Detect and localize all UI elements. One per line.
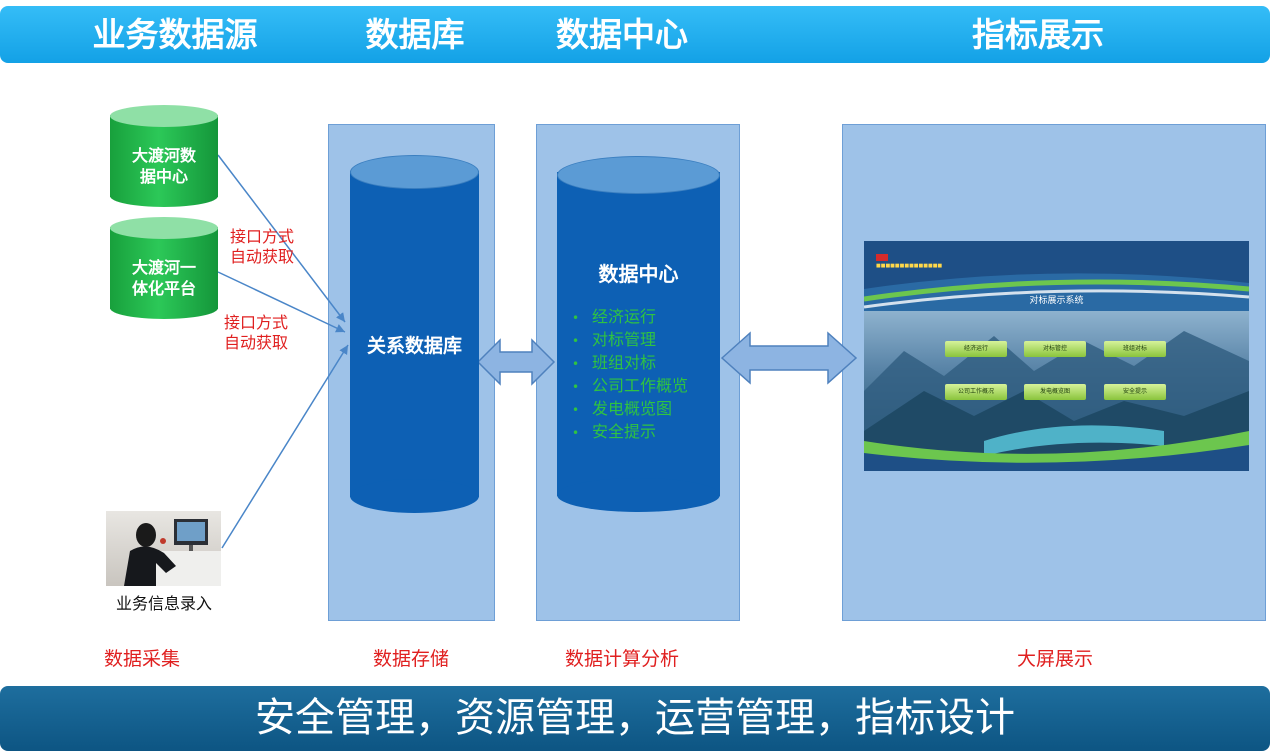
- display-screenshot: ■■■■■■■■■■■■■■ 对标展示系统 经济运行 对标管控 班组对标 公司工…: [864, 241, 1249, 471]
- interface-label-1: 接口方式 自动获取: [230, 227, 294, 267]
- header-business-sources: 业务数据源: [92, 15, 258, 54]
- interface-label-1-line2: 自动获取: [230, 247, 295, 266]
- interface-label-2-line1: 接口方式: [224, 313, 289, 332]
- data-center-title: 数据中心: [598, 262, 679, 286]
- footer-text: 安全管理，资源管理，运营管理，指标设计: [255, 695, 1015, 741]
- company-logo-text: ■■■■■■■■■■■■■■: [876, 263, 943, 269]
- footer-bar: 安全管理，资源管理，运营管理，指标设计: [0, 686, 1270, 751]
- connector-line-1: [217, 154, 346, 323]
- manual-entry-label: 业务信息录入: [116, 594, 213, 613]
- data-center-list: •经济运行 •对标管理 •班组对标 •公司工作概览 •发电概览图 •安全提示: [572, 306, 688, 444]
- interface-label-2-line2: 自动获取: [224, 333, 289, 352]
- list-item: •公司工作概览: [572, 376, 689, 395]
- screen-system-title: 对标展示系统: [1029, 296, 1084, 306]
- screen-button[interactable]: 安全提示: [1104, 384, 1166, 400]
- list-item: •经济运行: [572, 307, 657, 326]
- header-database: 数据库: [365, 15, 465, 54]
- double-arrow-dc-display: [720, 331, 858, 385]
- double-arrow-db-dc: [476, 338, 556, 386]
- source-1-line1: 大渡河数: [131, 146, 196, 165]
- caption-data-storage: 数据存储: [372, 648, 450, 670]
- source-cylinder-2: 大渡河一 体化平台: [110, 217, 218, 319]
- list-item: •安全提示: [572, 422, 657, 441]
- person-at-computer-icon: [124, 519, 221, 586]
- mountain-scene-icon: [864, 241, 1249, 471]
- relational-db-title: 关系数据库: [366, 335, 462, 357]
- list-item: •发电概览图: [572, 399, 673, 418]
- source-cylinder-1: 大渡河数 据中心: [110, 105, 218, 207]
- header-indicator-display: 指标展示: [972, 15, 1104, 54]
- manual-entry-photo: [106, 511, 221, 586]
- source-1-line2: 据中心: [139, 167, 188, 186]
- connector-line-2: [217, 271, 346, 333]
- interface-label-2: 接口方式 自动获取: [224, 313, 288, 353]
- interface-label-1-line1: 接口方式: [230, 227, 295, 246]
- screen-button[interactable]: 对标管控: [1024, 341, 1086, 357]
- data-center-cylinder: 数据中心: [557, 156, 720, 512]
- header-bar: 业务数据源 数据库 数据中心 指标展示: [0, 6, 1270, 63]
- header-data-center: 数据中心: [556, 15, 688, 54]
- caption-data-analysis: 数据计算分析: [564, 648, 680, 670]
- source-2-line1: 大渡河一: [131, 258, 196, 277]
- caption-big-screen: 大屏展示: [1016, 648, 1094, 670]
- screen-button[interactable]: 公司工作概况: [945, 384, 1007, 400]
- screen-button[interactable]: 发电概览图: [1024, 384, 1086, 400]
- list-item: •班组对标: [572, 353, 657, 372]
- list-item: •对标管理: [572, 330, 657, 349]
- screen-button[interactable]: 经济运行: [945, 341, 1007, 357]
- caption-data-collection: 数据采集: [103, 648, 181, 670]
- screen-button[interactable]: 班组对标: [1104, 341, 1166, 357]
- connector-line-3: [221, 344, 349, 549]
- source-2-line2: 体化平台: [131, 279, 196, 298]
- relational-db-cylinder: 关系数据库: [350, 155, 479, 513]
